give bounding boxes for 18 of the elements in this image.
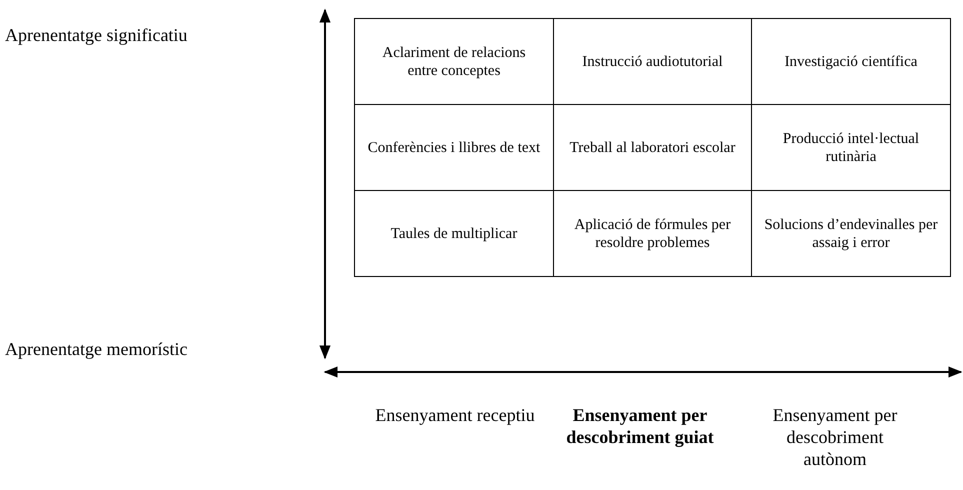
cell-text: Aclariment de relacions entre conceptes bbox=[381, 44, 527, 80]
cell-text: Aplicació de fórmules per resoldre problemes bbox=[573, 216, 732, 252]
cell-text: Taules de multiplicar bbox=[390, 224, 518, 242]
table-cell bbox=[354, 190, 554, 277]
cell-text: Solucions d’endevinalles per assaig i error bbox=[763, 216, 939, 252]
table-cell bbox=[751, 18, 951, 105]
table-cell bbox=[354, 18, 554, 105]
axis-label: Aprenentatge memorístic bbox=[5, 338, 188, 360]
axis-label: Aprenentatge significatiu bbox=[5, 24, 188, 46]
cell-text: Producció intel·lectual rutinària bbox=[782, 130, 920, 166]
cell-text: Conferències i llibres de text bbox=[366, 138, 542, 156]
axis-category-label: Ensenyament per descobriment autònom bbox=[772, 404, 898, 470]
cell-text: Investigació científica bbox=[784, 52, 918, 70]
cell-text: Instrucció audiotutorial bbox=[581, 52, 724, 70]
axis-category-label: Ensenyament receptiu bbox=[375, 404, 535, 426]
axis-category-label: Ensenyament per descobriment guiat bbox=[565, 404, 715, 448]
cell-text: Treball al laboratori escolar bbox=[568, 138, 736, 156]
table-cell bbox=[751, 190, 951, 277]
